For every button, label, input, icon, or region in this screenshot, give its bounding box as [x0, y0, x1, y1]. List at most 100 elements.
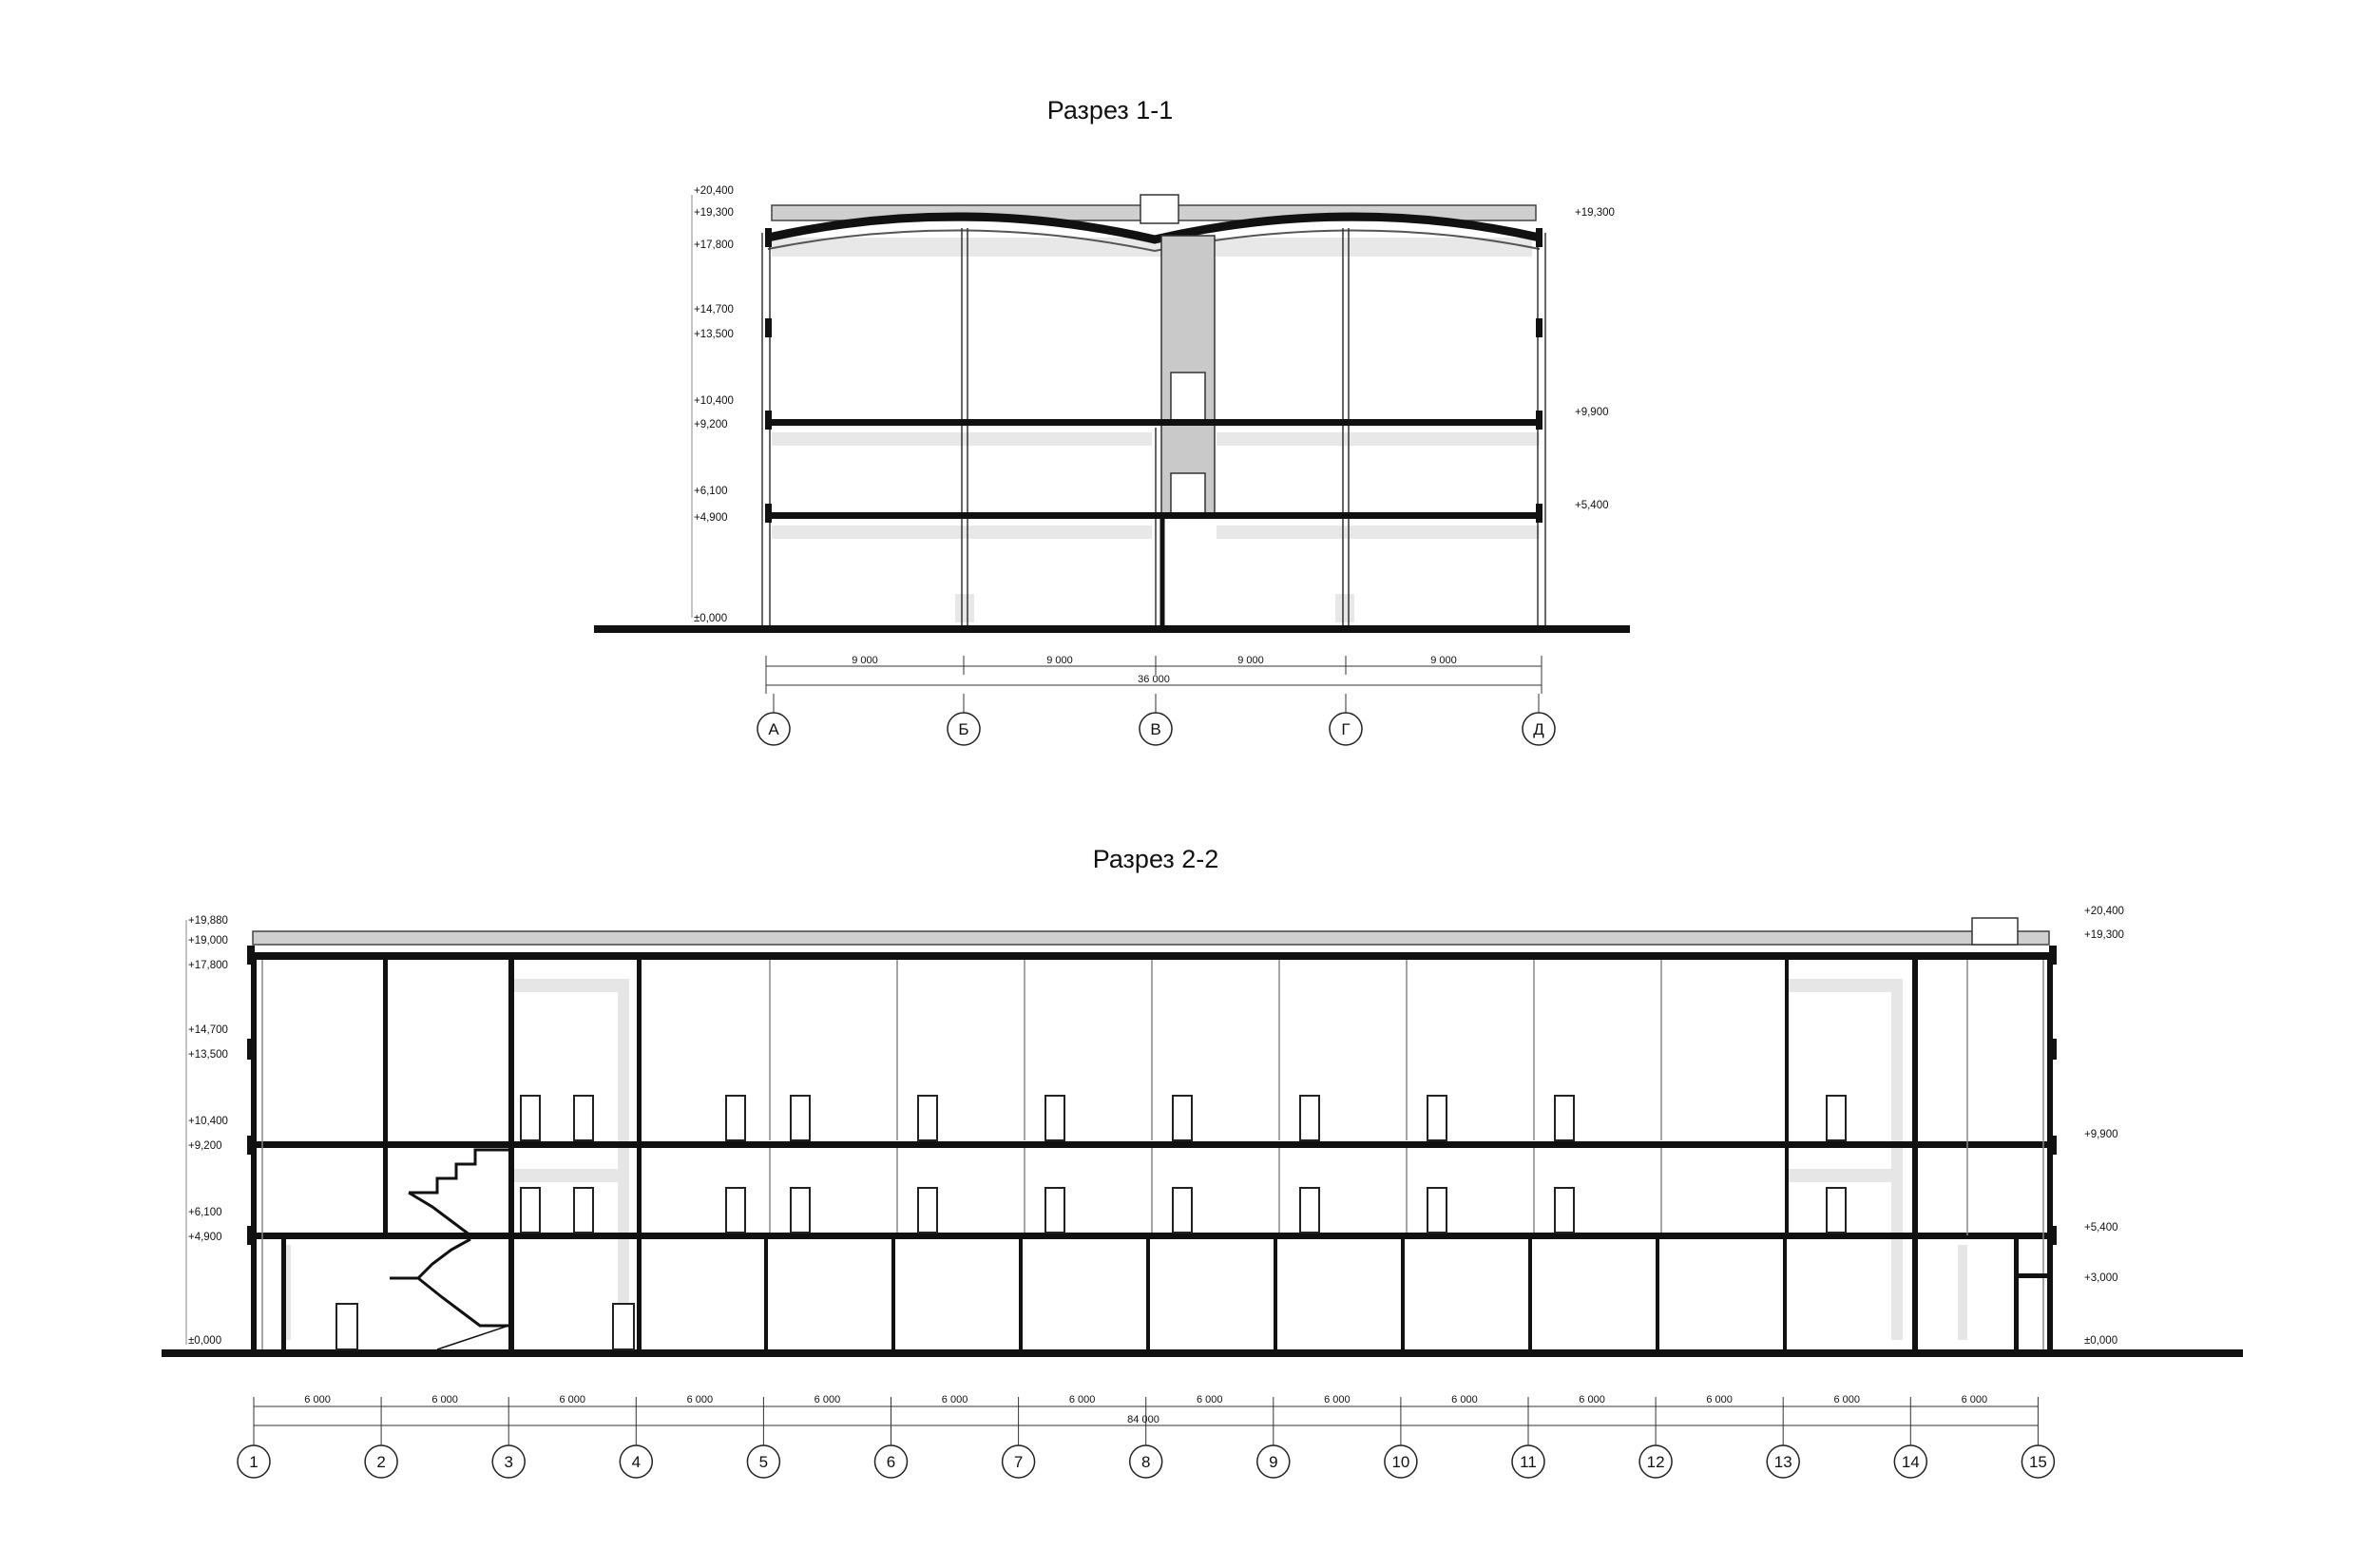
axis-label: 12	[1647, 1453, 1665, 1471]
axis-bubble	[873, 1444, 909, 1479]
axis-label: 9	[1269, 1453, 1277, 1471]
level-label: +5,400	[2084, 1222, 2118, 1233]
section-2-roof-parapet	[252, 930, 2050, 946]
section-2-2: Разрез 2-2	[162, 845, 2243, 1479]
axis-bubble	[619, 1444, 654, 1479]
span-label: 6 000	[942, 1394, 968, 1405]
section-2-staircase	[390, 1148, 509, 1350]
axis-label: 1	[249, 1453, 258, 1471]
section-2-wall-brackets	[247, 946, 2057, 1245]
level-label: +6,100	[694, 486, 728, 497]
level-label: +10,400	[694, 395, 734, 407]
level-label: ±0,000	[694, 613, 727, 624]
span-label: 6 000	[1324, 1394, 1351, 1405]
section-1-ground	[594, 625, 1630, 633]
section-2-levels-left: +19,880 +19,000 +17,800 +14,700 +13,500 …	[185, 915, 228, 1347]
section-1-walls	[761, 228, 1546, 627]
level-label: +19,300	[2084, 929, 2124, 941]
axis-bubble	[1893, 1444, 1928, 1479]
section-2-shading	[281, 979, 1967, 1340]
span-label: 6 000	[304, 1394, 331, 1405]
span-label: 9 000	[1046, 655, 1073, 666]
level-label: +3,000	[2084, 1272, 2118, 1284]
axis-bubble	[491, 1444, 526, 1479]
span-label: 6 000	[559, 1394, 585, 1405]
axis-label: 11	[1520, 1453, 1537, 1471]
section-2-roof-hatch	[1971, 917, 2019, 946]
axis-bubble	[1001, 1444, 1036, 1479]
level-label: +17,800	[188, 960, 228, 971]
total-span-label: 84 000	[1127, 1414, 1159, 1425]
section-1-floor-2	[766, 512, 1542, 519]
level-label: ±0,000	[188, 1335, 221, 1347]
span-label: 6 000	[1197, 1394, 1223, 1405]
section-1-levels-right: +19,300 +9,900 +5,400	[1575, 207, 1615, 511]
span-label: 6 000	[1579, 1394, 1605, 1405]
section-2-floor-3	[249, 1141, 2055, 1148]
section-1-elevator-door-upper	[1170, 372, 1206, 423]
level-label: +9,900	[2084, 1129, 2118, 1140]
axis-label: Д	[1533, 720, 1544, 738]
axis-bubble	[1384, 1444, 1418, 1479]
axis-label: 3	[504, 1453, 512, 1471]
section-1-title: Разрез 1-1	[1047, 96, 1174, 124]
level-label: +19,300	[694, 207, 734, 219]
section-1-wall-brackets	[765, 228, 1542, 523]
axis-label: 10	[1391, 1453, 1409, 1471]
section-2-dimensions	[253, 1397, 2039, 1435]
section-2-span-labels: 6 000 6 000 6 000 6 000 6 000 6 000 6 000 6 000…	[304, 1394, 1987, 1405]
section-1-axes: А Б В Г Д	[757, 694, 1556, 746]
section-2-doors	[335, 1095, 1847, 1350]
axis-bubble	[2021, 1444, 2056, 1479]
level-label: +4,900	[188, 1232, 222, 1243]
span-label: 6 000	[1706, 1394, 1733, 1405]
level-label: +9,200	[694, 419, 728, 430]
level-label: +5,400	[1575, 500, 1609, 511]
level-label: +19,000	[188, 935, 228, 947]
span-label: 6 000	[687, 1394, 714, 1405]
axis-label: Б	[958, 720, 968, 738]
level-label: +20,400	[2084, 906, 2124, 917]
level-label: +9,900	[1575, 407, 1609, 418]
axis-label: 8	[1141, 1453, 1150, 1471]
section-1-roof-hatch	[1140, 194, 1179, 224]
total-span-label: 36 000	[1138, 674, 1170, 685]
axis-bubble	[237, 1444, 271, 1479]
span-label: 6 000	[1451, 1394, 1478, 1405]
axis-label: В	[1150, 720, 1160, 738]
axis-label: 14	[1902, 1453, 1920, 1471]
axis-label: 5	[759, 1453, 768, 1471]
level-label: +19,880	[188, 915, 228, 927]
axis-label: 6	[887, 1453, 895, 1471]
section-2-levels-right: +20,400 +19,300 +9,900 +5,400 +3,000 ±0,…	[2084, 906, 2124, 1347]
section-1-elevator-door-lower	[1170, 472, 1206, 516]
axis-bubble	[1256, 1444, 1291, 1479]
section-1-roof-slab	[767, 212, 1541, 244]
span-label: 6 000	[1833, 1394, 1860, 1405]
section-1-dimensions	[765, 656, 1542, 694]
section-2-floor-2	[249, 1233, 2055, 1239]
span-label: 6 000	[1069, 1394, 1096, 1405]
section-2-ground-partitions	[764, 1239, 2047, 1349]
section-2-columns	[261, 960, 2044, 1349]
axis-label: 13	[1774, 1453, 1792, 1471]
span-label: 9 000	[1430, 655, 1457, 666]
axis-label: Г	[1341, 720, 1350, 738]
span-label: 6 000	[1962, 1394, 1988, 1405]
axis-bubble	[1766, 1444, 1800, 1479]
level-label: +17,800	[694, 239, 734, 251]
level-label: +14,700	[188, 1024, 228, 1036]
axis-bubble	[1128, 1444, 1163, 1479]
level-label: +13,500	[188, 1049, 228, 1061]
axis-label: 2	[376, 1453, 385, 1471]
level-label: +4,900	[694, 512, 728, 524]
level-label: +13,500	[694, 329, 734, 340]
axis-label: 4	[632, 1453, 641, 1471]
axis-label: 7	[1014, 1453, 1023, 1471]
span-label: 6 000	[431, 1394, 458, 1405]
axis-bubble	[364, 1444, 398, 1479]
level-label: +6,100	[188, 1207, 222, 1218]
level-label: +10,400	[188, 1116, 228, 1127]
